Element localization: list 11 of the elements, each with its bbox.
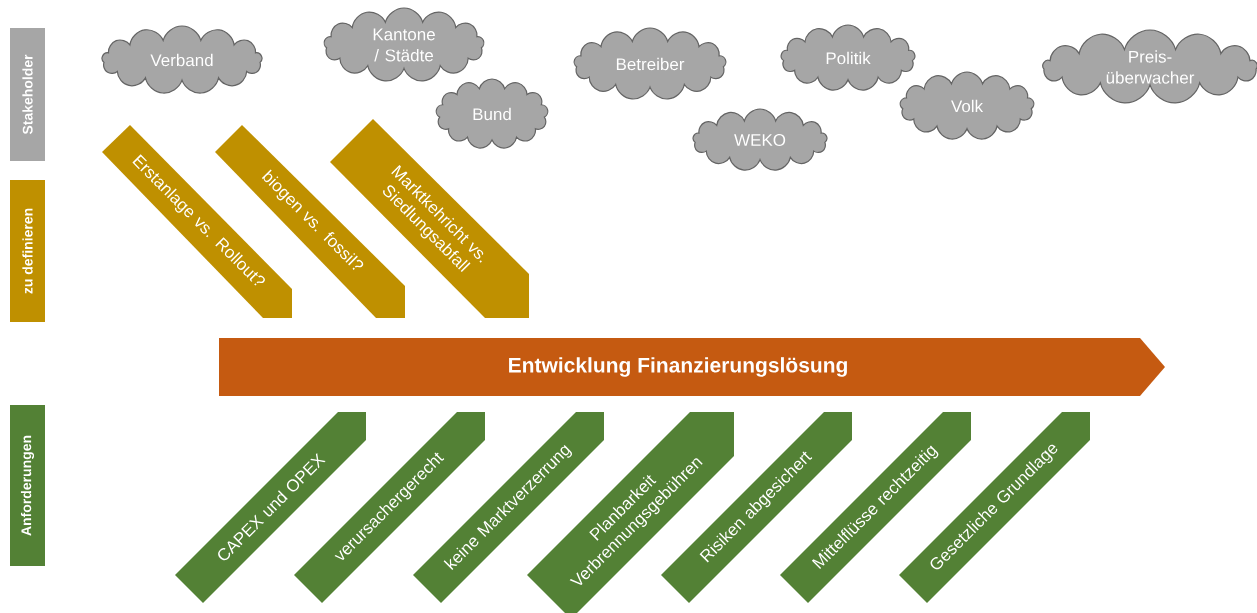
side-label: zu definieren (10, 180, 45, 322)
cloud: Betreiber (573, 27, 727, 100)
cloud: Volk (899, 71, 1035, 140)
cloud: Verband (101, 25, 263, 94)
side-label: Stakeholder (10, 28, 45, 161)
cloud: Politik (780, 24, 916, 91)
cloud: Kantone / Städte (323, 7, 485, 82)
side-label: Anforderungen (10, 405, 45, 566)
cloud: Preis-überwacher (1042, 29, 1257, 104)
cloud: WEKO (692, 108, 828, 171)
cloud: Bund (435, 78, 549, 149)
